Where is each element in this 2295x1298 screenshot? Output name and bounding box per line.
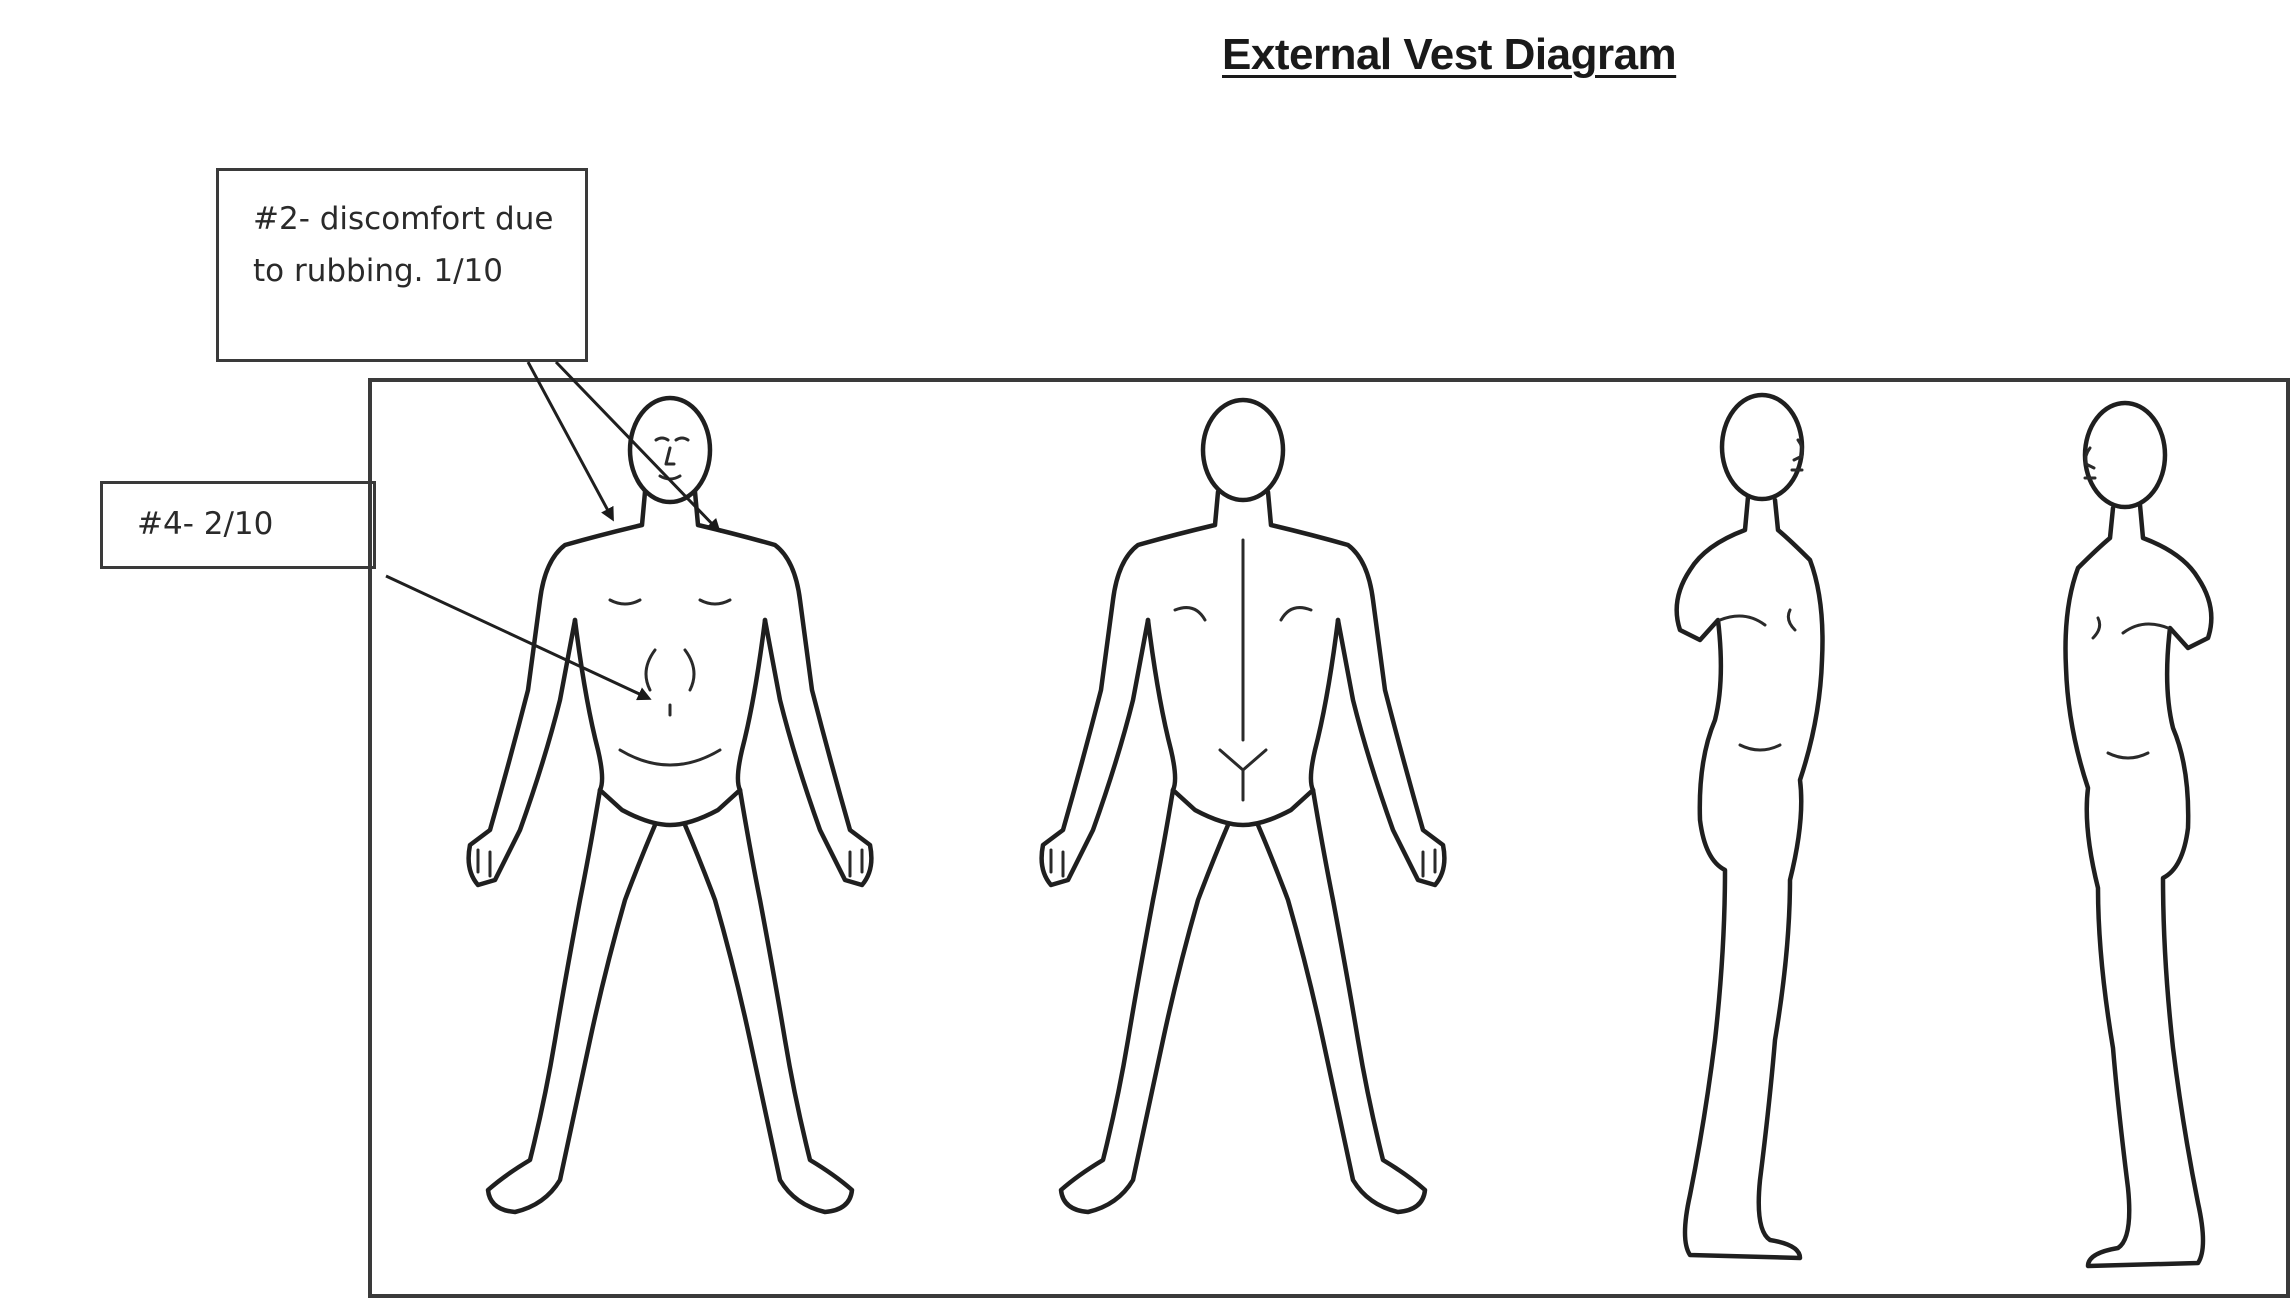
callout-leaders	[386, 362, 718, 698]
leader-arrow-note-4	[386, 576, 648, 698]
figure-back-view	[1042, 400, 1445, 1212]
figure-right-side-view	[1677, 395, 1823, 1258]
leader-arrow-note-2-right	[556, 362, 718, 530]
figure-front-view	[469, 398, 872, 1212]
leader-arrow-note-2-left	[528, 362, 612, 518]
figure-left-side-view	[2066, 403, 2212, 1266]
